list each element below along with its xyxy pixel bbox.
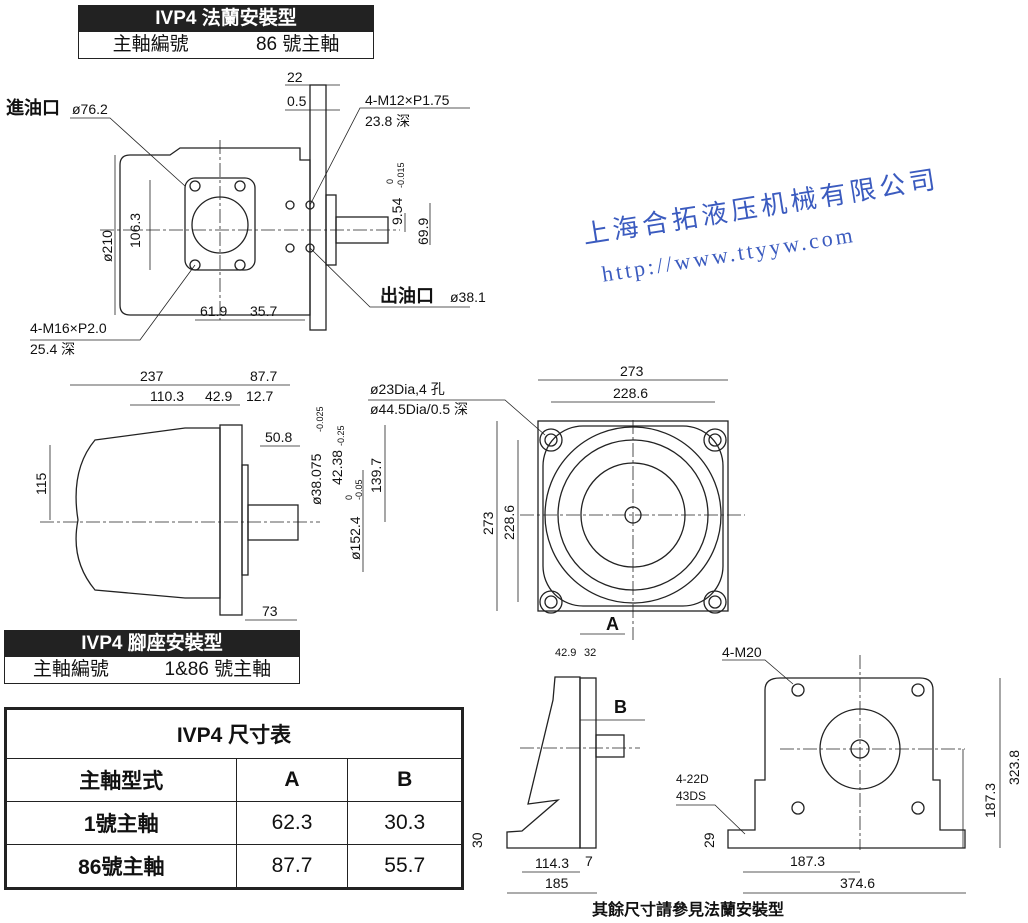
dim-12-7: 12.7 [246, 388, 273, 404]
footnote: 其餘尺寸請參見法蘭安裝型 [592, 900, 784, 919]
tol: -0.05 [354, 479, 364, 500]
dim-7: 7 [585, 853, 593, 869]
dim-110-3: 110.3 [150, 388, 184, 404]
dim-73: 73 [262, 603, 278, 619]
dim-228-6-width: 228.6 [613, 385, 648, 401]
dim-42-9: 42.9 [205, 388, 232, 404]
hole-note-2: ø44.5Dia/0.5 深 [370, 401, 468, 417]
top-view [30, 84, 470, 341]
tol: 0 [344, 495, 354, 500]
flange-header-title: IVP4 法蘭安裝型 [79, 6, 373, 32]
dim-35-7: 35.7 [250, 303, 277, 319]
view-b-label: B [614, 697, 627, 717]
tol: -0.25 [336, 425, 346, 446]
dim-114-3: 114.3 [535, 855, 569, 871]
cell: 86號主軸 [5, 843, 237, 890]
size-table-title: IVP4 尺寸表 [5, 708, 463, 759]
dim-237: 237 [140, 368, 164, 384]
cell: 62.3 [235, 800, 349, 845]
bracket-front-view [676, 655, 1001, 894]
view-a-label: A [606, 614, 619, 634]
foot-header: IVP4 腳座安裝型 主軸編號 1&86 號主軸 [4, 630, 300, 684]
hole-note: 4-22D [676, 772, 709, 786]
shaft-label: 主軸編號 [112, 34, 189, 55]
depth-bottom: 25.4 深 [30, 341, 75, 357]
dim-30: 30 [469, 832, 485, 848]
dim-115: 115 [33, 472, 49, 495]
dim-22: 22 [287, 69, 303, 85]
dim-210: ø210 [99, 230, 115, 262]
side-view [40, 384, 386, 621]
dim-42-9: 42.9 [555, 647, 576, 659]
inlet-dia: ø76.2 [72, 101, 108, 117]
cell: 30.3 [347, 800, 463, 845]
dim-0-5: 0.5 [287, 93, 307, 109]
m20-note: 4-M20 [722, 644, 762, 660]
depth-top: 23.8 深 [365, 113, 410, 129]
dim-106-3: 106.3 [127, 213, 143, 248]
shaft-label: 主軸編號 [32, 659, 109, 680]
cell: 55.7 [347, 843, 463, 890]
dim-38-075: ø38.075 [308, 453, 324, 505]
mount-holes [539, 428, 727, 614]
col-header: 主軸型式 [5, 758, 237, 802]
dim-187-3-width: 187.3 [790, 853, 825, 869]
thread-bottom: 4-M16×P2.0 [30, 320, 107, 336]
thread-top: 4-M12×P1.75 [365, 92, 450, 108]
dim-273-height: 273 [480, 511, 496, 535]
shaft-value: 1&86 號主軸 [164, 659, 272, 680]
dim-87-7: 87.7 [250, 368, 277, 384]
dim-187-3-height: 187.3 [982, 783, 998, 818]
hole-note-1: ø23Dia,4 孔 [370, 381, 445, 397]
dim-29: 29 [701, 832, 717, 848]
cell: 87.7 [235, 843, 349, 890]
dim-374-6: 374.6 [840, 875, 875, 891]
dim-69-9: 69.9 [415, 218, 431, 245]
dim-9-54: 9.54 [389, 198, 405, 225]
dim-50-8: 50.8 [265, 429, 292, 445]
dim-323-8: 323.8 [1006, 750, 1022, 785]
shaft-value: 86 號主軸 [255, 34, 340, 55]
dim-228-6-height: 228.6 [501, 505, 517, 540]
dim-61-9: 61.9 [200, 303, 227, 319]
outlet-dia: ø38.1 [450, 289, 486, 305]
dim-273-width: 273 [620, 363, 644, 379]
tol: 0 [385, 179, 395, 184]
bracket-side-view [506, 633, 645, 894]
dim-185: 185 [545, 875, 569, 891]
dim-139-7: 139.7 [368, 458, 384, 493]
tol: -0.025 [315, 406, 325, 432]
front-view [368, 379, 745, 640]
dim-42-38: 42.38 [329, 450, 345, 485]
flange-header: IVP4 法蘭安裝型 主軸編號 86 號主軸 [78, 5, 374, 59]
outlet-label: 出油口 [380, 285, 434, 306]
dim-32: 32 [584, 647, 596, 659]
inlet-label: 進油口 [6, 97, 60, 118]
hole-depth-note: 43DS [676, 789, 706, 803]
dim-152-4: ø152.4 [347, 516, 363, 560]
tol: -0.015 [396, 162, 406, 188]
foot-header-title: IVP4 腳座安裝型 [5, 631, 299, 657]
